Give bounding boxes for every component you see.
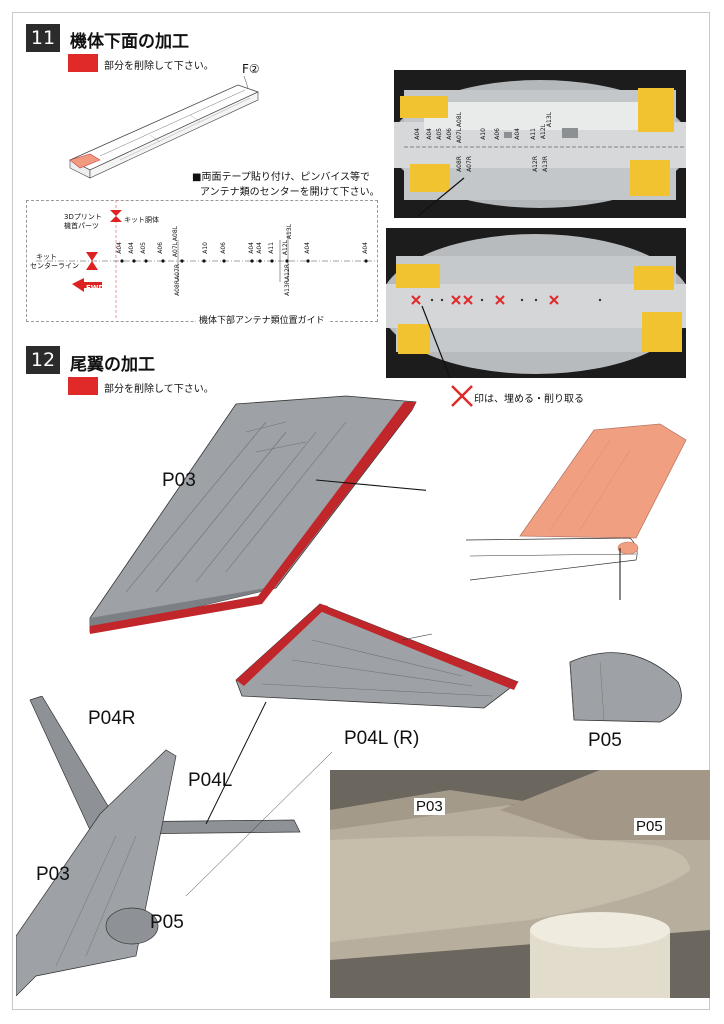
red-legend-swatch — [68, 54, 98, 72]
p05-part — [105, 907, 159, 945]
tape-note-line2: アンテナ類のセンターを開けて下さい。 — [200, 187, 380, 198]
guide-mark: A04 — [256, 242, 263, 254]
red-x-legend-icon — [451, 385, 473, 407]
bowtie-marker-top — [110, 210, 122, 222]
guide-label-center1: キット — [36, 253, 57, 261]
section-number-11: 11 — [26, 24, 60, 52]
photo-mark: A06 — [446, 128, 453, 140]
photo-underside-marked — [386, 228, 686, 378]
photo-mark: A04 — [514, 128, 521, 140]
guide-mark: A07L — [172, 242, 179, 258]
page-frame — [12, 12, 710, 1010]
photo-mark: A10 — [480, 128, 487, 140]
label-p03-photo: P03 — [414, 798, 445, 815]
guide-mark: A04 — [248, 242, 255, 254]
label-p03-top: P03 — [162, 470, 196, 491]
guide-caption: 機体下部アンテナ類位置ガイド — [196, 313, 328, 326]
label-p05-cone: P05 — [588, 730, 622, 751]
guide-mark: A06 — [220, 242, 227, 254]
guide-label-3d-2: 機首パーツ — [64, 222, 99, 230]
guide-mark: A06 — [157, 242, 164, 254]
photo-mark: A08R — [456, 156, 463, 172]
stabilizer-p04-drawing — [235, 603, 519, 709]
tail-fin-p03-drawing — [89, 395, 426, 634]
section-title-11: 機体下面の加工 — [70, 32, 189, 52]
label-p04l-r: P04L (R) — [344, 728, 420, 749]
x-note: 印は、埋める・削り取る — [474, 394, 584, 405]
guide-mark: A11 — [268, 242, 275, 254]
photo-mark: A13R — [542, 156, 549, 172]
guide-mark: A13R — [284, 280, 291, 296]
legend-text-12: 部分を削除して下さい。 — [104, 384, 214, 395]
tape-note-line1: ■両面テープ貼り付け、ピンバイス等で — [192, 172, 371, 183]
photo-mark: A05 — [436, 128, 443, 140]
guide-mark: A13L — [286, 224, 293, 240]
orange-fin-part — [519, 423, 687, 539]
guide-mark: A04 — [304, 242, 311, 254]
guide-mark: A07R — [174, 264, 181, 280]
photo-tail-built — [330, 770, 710, 998]
antenna-guide-diagram — [36, 200, 376, 320]
guide-label-3d: 3Dプリント — [64, 213, 102, 221]
cut-edge-stabilizer — [320, 604, 518, 690]
fuselage-panel-drawing — [69, 75, 260, 179]
photo-mark: A06 — [494, 128, 501, 140]
guide-label-center2: センターライン — [30, 262, 79, 270]
photo-mark: A08L — [456, 112, 463, 128]
cut-area-nose — [69, 153, 101, 169]
guide-mark: A08L — [172, 226, 179, 242]
guide-mark: A10 — [202, 242, 209, 254]
fwd-arrow — [72, 278, 102, 292]
label-p03-left: P03 — [36, 864, 70, 885]
guide-mark: A04 — [362, 242, 369, 254]
label-p04l: P04L — [188, 770, 233, 791]
legend-text-11: 部分を削除して下さい。 — [104, 61, 214, 72]
photo-mark: A04 — [426, 128, 433, 140]
photo-mark: A07R — [466, 156, 473, 172]
part-ref-f2: F② — [242, 62, 260, 76]
photo-mark: A04 — [414, 128, 421, 140]
red-legend-swatch-12 — [68, 377, 98, 395]
tail-assembled-drawing — [16, 696, 333, 996]
label-p04r: P04R — [88, 708, 136, 729]
guide-mark: A05 — [140, 242, 147, 254]
guide-mark: A12R — [284, 264, 291, 280]
photo-mark: A11 — [530, 128, 537, 140]
guide-label-body: キット胴体 — [124, 216, 159, 224]
photo-underside-tape — [394, 70, 686, 218]
label-p05-left: P05 — [150, 912, 184, 933]
label-p05-photo: P05 — [634, 818, 665, 835]
photo-mark: A12R — [532, 156, 539, 172]
bowtie-marker-center — [86, 252, 98, 270]
guide-mark: A12L — [282, 240, 289, 256]
section-number-12: 12 — [26, 346, 60, 374]
guide-mark: A08R — [174, 280, 181, 296]
photo-mark: A13L — [546, 112, 553, 128]
tail-cone-p05-drawing — [569, 652, 682, 723]
tail-assembly-drawing — [465, 423, 687, 600]
guide-mark: A04 — [128, 242, 135, 254]
guide-mark: A04 — [116, 242, 123, 254]
fwd-label: FWD — [86, 284, 105, 292]
section-title-12: 尾翼の加工 — [70, 355, 155, 375]
photo-mark: A07L — [456, 128, 463, 144]
